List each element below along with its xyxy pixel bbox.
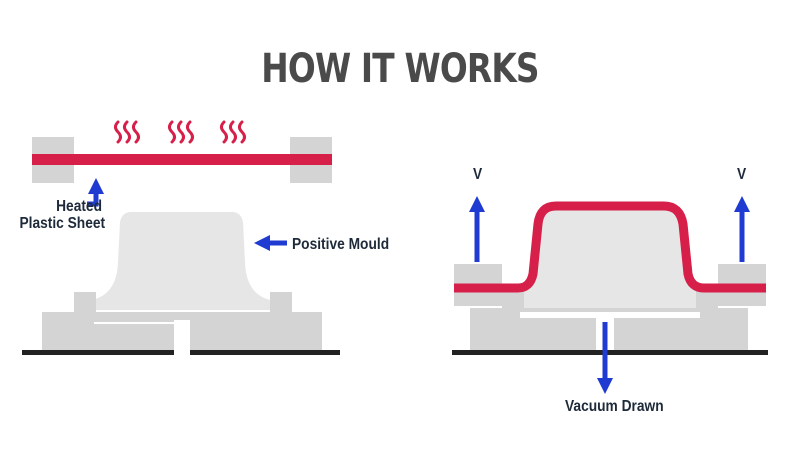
left-base-bar-right — [190, 350, 340, 355]
left-base-bar-left — [22, 350, 174, 355]
right-platform-step-left — [502, 290, 524, 312]
right-platform-step-right — [696, 290, 718, 312]
right-stage — [452, 195, 768, 395]
heated-label-line2: Plastic Sheet — [19, 215, 106, 232]
right-platform-slot — [520, 312, 700, 318]
formed-mould — [520, 206, 700, 310]
left-platform-body-right — [190, 312, 322, 350]
right-base-bar — [452, 350, 768, 355]
vacuum-label-left: V — [473, 166, 483, 183]
page-title: HOW IT WORKS — [261, 46, 539, 92]
left-platform-step-left — [74, 292, 96, 312]
positive-mould-label: Positive Mould — [292, 236, 390, 253]
vacuum-label-right: V — [737, 166, 747, 183]
positive-mould — [92, 212, 270, 310]
left-platform-step-right — [270, 292, 292, 312]
vacuum-drawn-label: Vacuum Drawn — [565, 398, 664, 415]
left-platform-body-left — [42, 312, 174, 350]
formed-plastic-sheet — [454, 201, 766, 293]
heated-plastic-sheet — [32, 154, 332, 165]
left-platform-top — [92, 312, 270, 320]
left-stage — [22, 120, 340, 355]
heated-label-line1: Heated — [56, 198, 102, 215]
heated-plastic-sheet-label: Heated Plastic Sheet — [19, 198, 106, 232]
heat-waves-icon — [114, 120, 246, 144]
left-platform-inner-left — [94, 322, 174, 324]
arrow-icon — [87, 177, 105, 207]
